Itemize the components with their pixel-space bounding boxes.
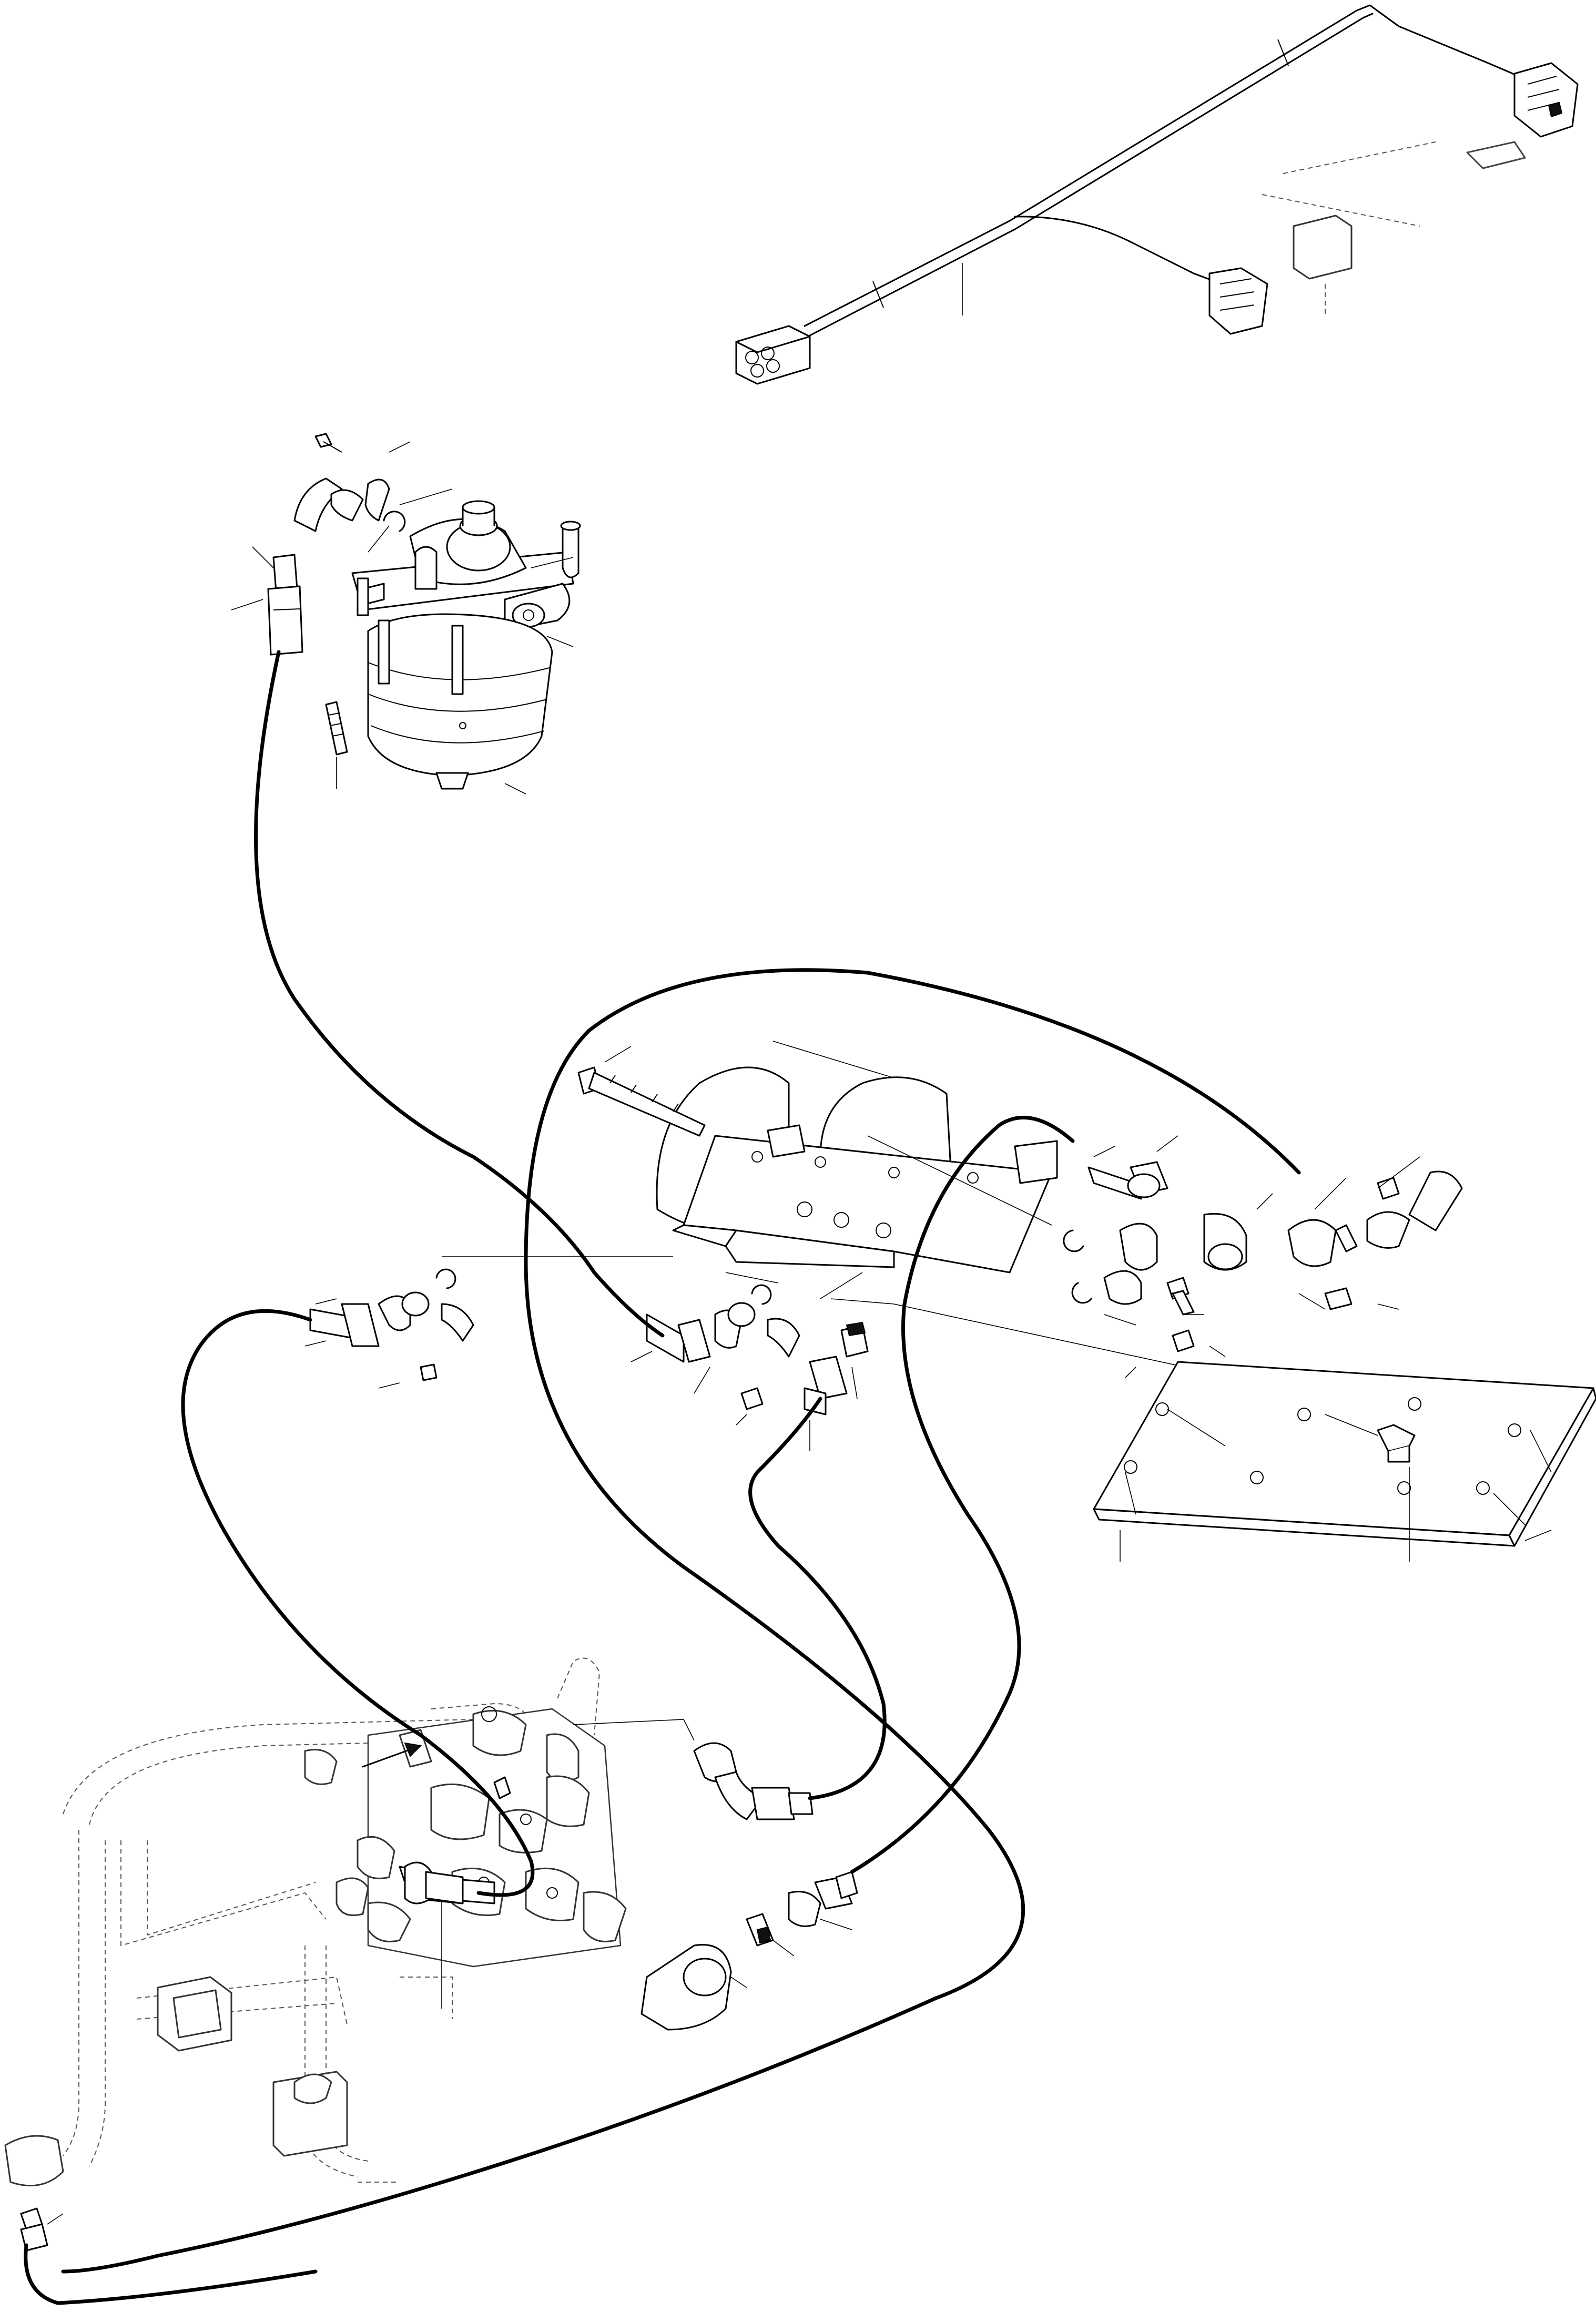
valve-fittings bbox=[404, 1742, 858, 2031]
brake-valve-fittings bbox=[231, 433, 574, 789]
center-fittings bbox=[304, 1256, 894, 1451]
connector-middle bbox=[1208, 267, 1268, 335]
control-valve-assembly bbox=[4, 1657, 695, 2252]
brake-valve bbox=[351, 500, 581, 632]
pressure-switch bbox=[1262, 141, 1526, 315]
dual-accumulator-block bbox=[577, 1041, 1210, 1373]
accumulator bbox=[367, 613, 553, 795]
connector-right bbox=[1513, 62, 1579, 138]
hoses bbox=[24, 650, 1301, 2305]
block-fittings-right bbox=[1063, 1135, 1463, 1357]
flow-arrow-icon bbox=[362, 1742, 422, 1768]
connector-4pin bbox=[735, 325, 811, 385]
wiring-harness bbox=[735, 4, 1579, 385]
mounting-bracket bbox=[1093, 1361, 1596, 1562]
